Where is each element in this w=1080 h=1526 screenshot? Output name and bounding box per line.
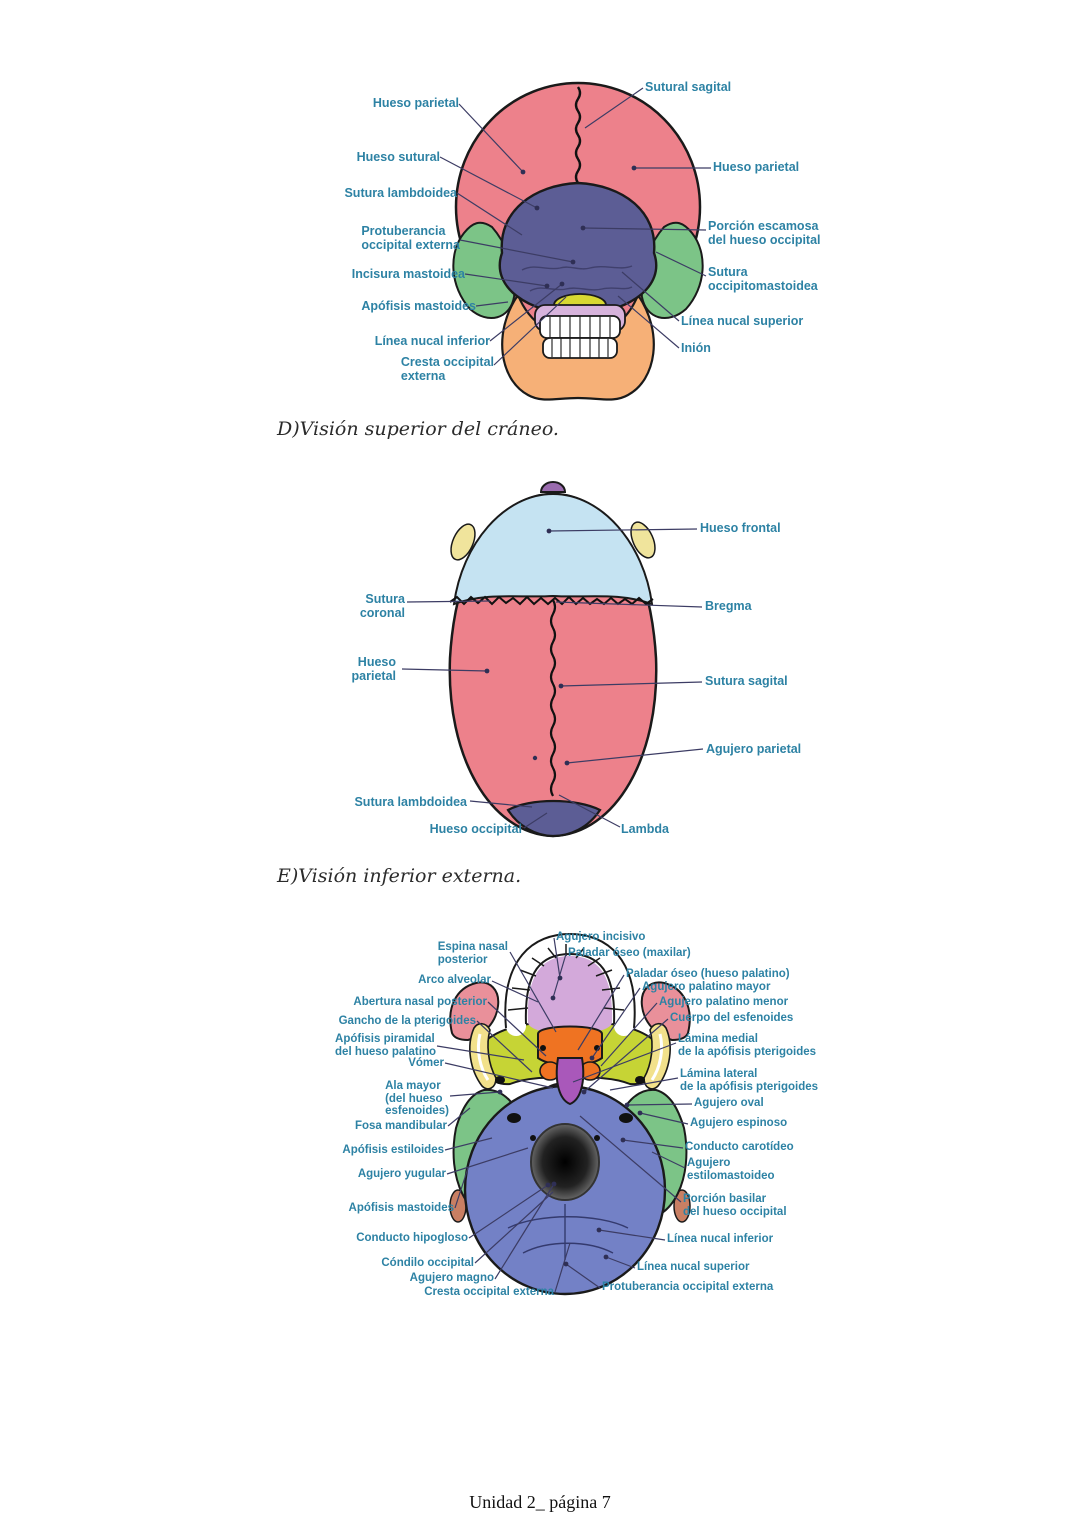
label-agujero-magno: Agujero magno xyxy=(409,1272,494,1284)
label-conducto-carotideo: Conducto carotídeo xyxy=(685,1141,794,1153)
label-lambda: Lambda xyxy=(621,822,669,836)
label-arco-alveolar: Arco alveolar xyxy=(418,974,491,986)
label-gancho-pterigoides: Gancho de la pterigoides xyxy=(338,1015,476,1027)
label-hueso-parietal-left: Hueso parietal xyxy=(372,96,459,110)
label-porcion-basilar: Porción basilar del hueso occipital xyxy=(683,1193,787,1218)
label-agujero-palatino-mayor: Agujero palatino mayor xyxy=(642,981,771,993)
label-apofisis-estiloides: Apófisis estiloides xyxy=(342,1144,444,1156)
label-sutura-lambdoidea-sup: Sutura lambdoidea xyxy=(354,795,467,809)
label-bregma: Bregma xyxy=(705,599,752,613)
label-hueso-parietal-right: Hueso parietal xyxy=(713,160,800,174)
label-apofisis-mastoides-post: Apófisis mastoides xyxy=(361,299,476,313)
label-lamina-medial-pterigoides: Lámina medial de la apófisis pterigoides xyxy=(678,1033,817,1058)
label-cresta-occipital-externa-inf: Cresta occipital externa xyxy=(424,1286,554,1298)
label-agujero-yugular: Agujero yugular xyxy=(357,1168,446,1180)
label-protuberancia-occipital-externa-inf: Protuberancia occipital externa xyxy=(602,1281,774,1293)
label-apofisis-piramidal: Apófisis piramidal del hueso palatino xyxy=(335,1033,436,1058)
label-conducto-hipogloso: Conducto hipogloso xyxy=(356,1232,468,1244)
label-espina-nasal-posterior: Espina nasal posterior xyxy=(437,941,508,966)
label-agujero-palatino-menor: Agujero palatino menor xyxy=(659,996,789,1008)
label-paladar-oseo-maxilar: Paladar óseo (maxilar) xyxy=(568,947,691,959)
label-protuberancia-occipital-externa: Protuberancia occipital externa xyxy=(361,224,460,252)
label-cresta-occipital-externa-post: Cresta occipital externa xyxy=(400,355,494,383)
label-inion: Inión xyxy=(681,341,711,355)
label-agujero-oval: Agujero oval xyxy=(694,1097,764,1109)
label-agujero-parietal: Agujero parietal xyxy=(706,742,802,756)
superior-skull-diagram xyxy=(448,481,658,838)
label-hueso-parietal-sup: Hueso parietal xyxy=(351,655,396,683)
label-sutura-lambdoidea-post: Sutura lambdoidea xyxy=(344,186,457,200)
label-abertura-nasal-posterior: Abertura nasal posterior xyxy=(353,996,487,1008)
label-vomer: Vómer xyxy=(408,1057,444,1069)
label-linea-nucal-inferior-inf: Línea nucal inferior xyxy=(667,1233,774,1245)
label-ala-mayor-esfenoides: Ala mayor (del hueso esfenoides) xyxy=(385,1080,449,1118)
page-footer: Unidad 2_ página 7 xyxy=(469,1492,611,1512)
label-porcion-escamosa: Porción escamosa del hueso occipital xyxy=(708,219,821,247)
section-heading-d: D)Visión superior del cráneo. xyxy=(277,418,559,440)
label-paladar-oseo-palatino: Paladar óseo (hueso palatino) xyxy=(626,968,790,980)
label-agujero-estilomastoideo: Agujero estilomastoideo xyxy=(687,1157,775,1182)
label-cuerpo-esfenoides: Cuerpo del esfenoides xyxy=(670,1012,794,1024)
label-condilo-occipital: Cóndilo occipital xyxy=(381,1257,474,1269)
label-sutura-sagital: Sutura sagital xyxy=(705,674,788,688)
label-incisura-mastoidea: Incisura mastoidea xyxy=(351,267,465,281)
label-linea-nucal-inferior-post: Línea nucal inferior xyxy=(374,334,490,348)
label-hueso-sutural: Hueso sutural xyxy=(356,150,440,164)
label-fosa-mandibular: Fosa mandibular xyxy=(354,1120,447,1132)
label-hueso-frontal: Hueso frontal xyxy=(700,521,781,535)
label-hueso-occipital-sup: Hueso occipital xyxy=(429,822,522,836)
label-apofisis-mastoides-inf: Apófisis mastoides xyxy=(348,1202,454,1214)
label-linea-nucal-superior-post: Línea nucal superior xyxy=(681,314,804,328)
label-agujero-incisivo: Agujero incisivo xyxy=(556,931,646,943)
section-heading-e: E)Visión inferior externa. xyxy=(277,865,522,887)
label-lamina-lateral-pterigoides: Lámina lateral de la apófisis pterigoide… xyxy=(680,1068,819,1093)
label-linea-nucal-superior-inf: Línea nucal superior xyxy=(637,1261,750,1273)
label-sutura-occipitomastoidea: Sutura occipitomastoidea xyxy=(708,265,818,293)
label-sutura-coronal: Sutura coronal xyxy=(359,592,405,620)
label-agujero-espinoso: Agujero espinoso xyxy=(690,1117,788,1129)
label-sutural-sagital: Sutural sagital xyxy=(645,80,732,94)
